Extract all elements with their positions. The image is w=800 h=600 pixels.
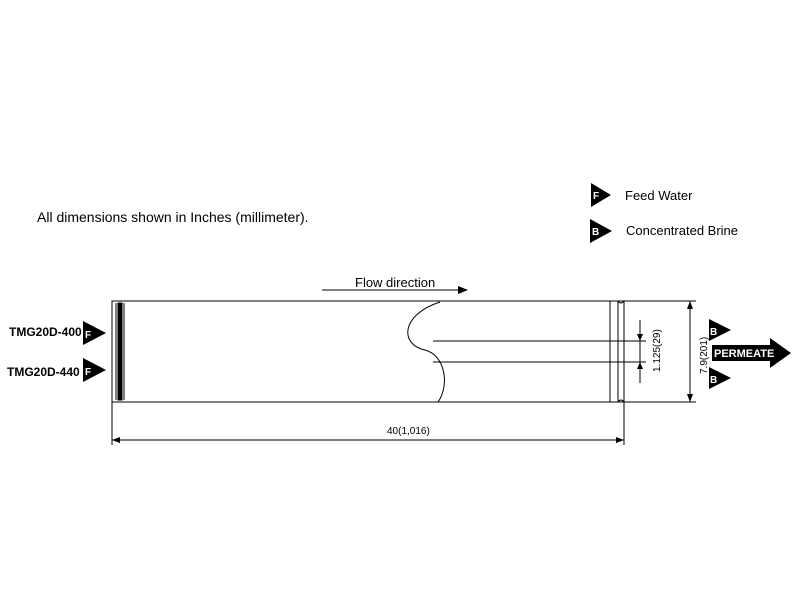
flow-direction: Flow direction bbox=[322, 275, 468, 294]
diameter-dimension bbox=[624, 300, 696, 403]
feed-marker-letter: F bbox=[593, 191, 599, 202]
outlet-notch-top bbox=[617, 300, 625, 304]
permeate-arrow-icon bbox=[712, 338, 791, 368]
inlet-end-seal bbox=[117, 302, 123, 401]
brine-outlet-marker: B bbox=[710, 327, 717, 338]
permeate-tube-dimension-label: 1.125(29) bbox=[652, 329, 663, 372]
feed-inlet-arrow-icon bbox=[83, 321, 106, 345]
legend-concentrated-brine: B Concentrated Brine bbox=[590, 219, 738, 243]
length-dimension bbox=[111, 402, 625, 445]
feed-water-label: Feed Water bbox=[625, 188, 693, 203]
brine-outlet-arrow-icon bbox=[709, 319, 731, 341]
diameter-dimension-label: 7.9(201) bbox=[699, 337, 710, 374]
cutaway-break-line bbox=[407, 301, 445, 403]
membrane-element bbox=[111, 300, 625, 403]
brine-outlet-marker: B bbox=[710, 375, 717, 386]
brine-outlet-arrow-icon bbox=[709, 367, 731, 389]
feed-marker-icon bbox=[591, 183, 611, 207]
permeate-label: PERMEATE bbox=[714, 348, 774, 360]
legend-feed-water: F Feed Water bbox=[591, 183, 693, 207]
outlet-notch-bottom bbox=[617, 399, 625, 403]
model-label-440: TMG20D-440 bbox=[7, 365, 80, 379]
concentrated-brine-label: Concentrated Brine bbox=[626, 223, 738, 238]
feed-inlet-arrow-icon bbox=[83, 358, 106, 382]
brine-marker-icon bbox=[590, 219, 612, 243]
dimensions-note: All dimensions shown in Inches (millimet… bbox=[37, 209, 309, 225]
legend: F Feed Water B Concentrated Brine bbox=[590, 183, 738, 243]
model-labels: TMG20D-400 F TMG20D-440 F bbox=[7, 321, 106, 382]
length-dimension-label: 40(1,016) bbox=[387, 426, 430, 437]
model-label-400: TMG20D-400 bbox=[9, 325, 82, 339]
brine-marker-letter: B bbox=[592, 227, 599, 238]
permeate-tube-dimension bbox=[624, 320, 646, 383]
outlet-flows: B B PERMEATE bbox=[709, 319, 791, 389]
flow-arrowhead-icon bbox=[458, 286, 468, 294]
element-body bbox=[111, 300, 625, 403]
feed-inlet-marker: F bbox=[85, 330, 91, 341]
flow-direction-label: Flow direction bbox=[355, 275, 435, 290]
feed-inlet-marker: F bbox=[85, 367, 91, 378]
